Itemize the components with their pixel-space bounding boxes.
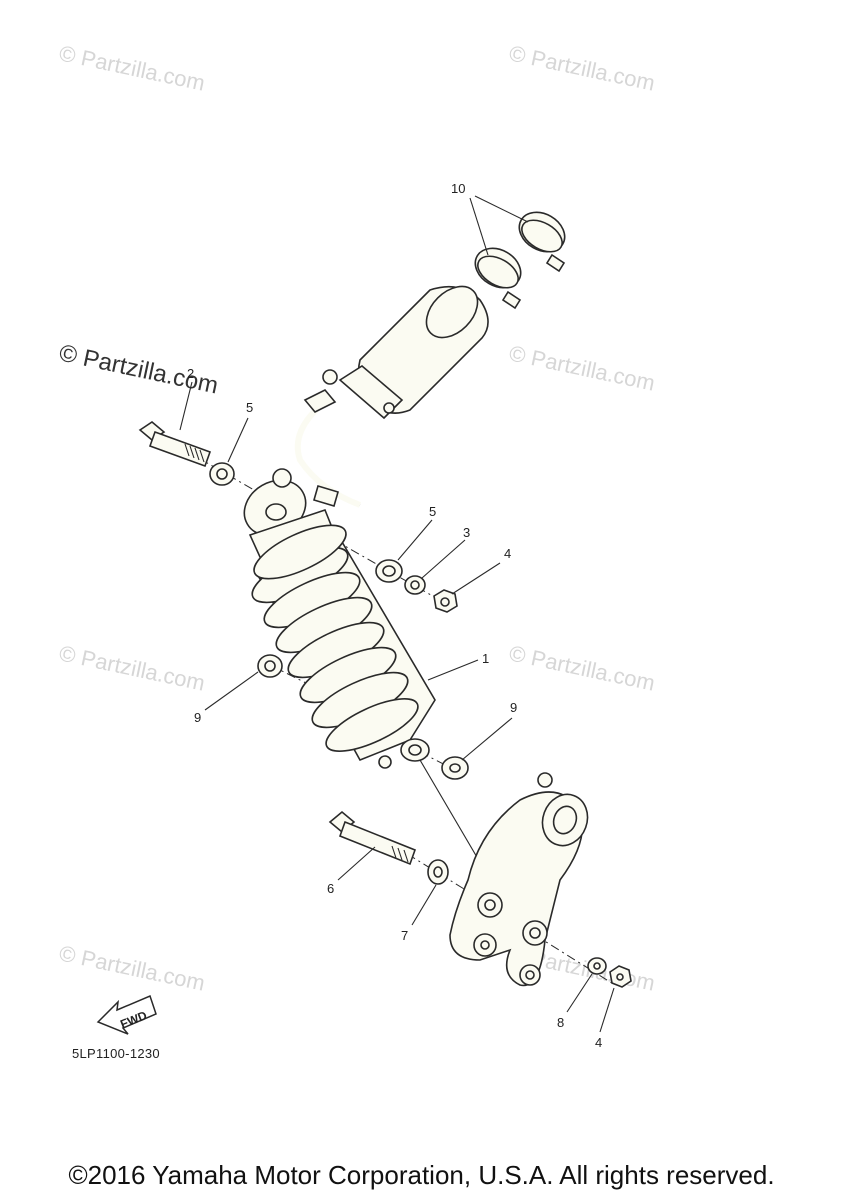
upper-bolt [138,421,212,468]
watermark: © Partzilla.com [507,340,657,395]
watermark: © Partzilla.com [507,40,657,95]
rear-shock-absorber [243,468,436,769]
callout-9-right: 9 [510,700,517,715]
callout-3: 3 [463,525,470,540]
lower-bolt [328,810,417,866]
watermark: © Partzilla.com [57,940,207,995]
callouts: 10 2 5 5 3 4 1 9 9 6 7 8 4 [187,181,602,1050]
spring-coils [251,546,419,752]
watermark: © Partzilla.com [57,640,207,695]
collar-lower [427,859,449,885]
hose-clamps [474,211,566,310]
callout-9-left: 9 [194,710,201,725]
watermark: © Partzilla.com [507,640,657,695]
callout-4-upper: 4 [504,546,511,561]
shock-reservoir [322,285,489,420]
callout-1: 1 [482,651,489,666]
lower-washers [257,654,469,780]
callout-7: 7 [401,928,408,943]
reservoir-hose [294,389,362,508]
callout-8: 8 [557,1015,564,1030]
collar-left [209,462,235,486]
watermark-dark: © Partzilla.com [57,339,221,399]
copyright-notice: ©2016 Yamaha Motor Corporation, U.S.A. A… [68,1160,775,1190]
watermark: © Partzilla.com [57,40,207,95]
callout-4-lower: 4 [595,1035,602,1050]
callout-5-right: 5 [429,504,436,519]
leader-lines [179,195,615,1033]
callout-5-left: 5 [246,400,253,415]
callout-2: 2 [187,366,194,381]
lower-right-hardware [587,957,632,988]
upper-right-hardware [375,559,458,613]
callout-10: 10 [451,181,465,196]
relay-arm [449,772,589,987]
callout-6: 6 [327,881,334,896]
diagram-code: 5LP1100-1230 [72,1046,160,1061]
fwd-arrow-icon: FWD [96,994,157,1035]
